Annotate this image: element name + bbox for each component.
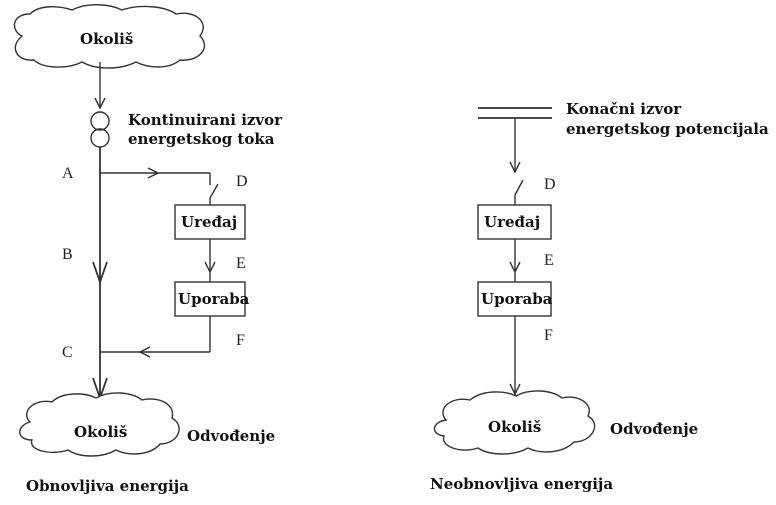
left-switch-d — [209, 183, 219, 199]
left-letter-a: A — [62, 165, 74, 182]
right-device-box — [477, 204, 552, 240]
left-main-arrowhead-b — [92, 261, 108, 285]
right-use-label: Uporaba — [481, 290, 553, 308]
left-use-label: Uporaba — [178, 290, 250, 308]
right-use-box — [477, 281, 552, 317]
left-device-box — [174, 204, 246, 240]
left-cloud-arrowhead — [94, 97, 106, 110]
left-use-box — [174, 281, 246, 317]
right-bottom-cloud-label: Okoliš — [488, 418, 541, 436]
right-letter-d: D — [544, 176, 556, 193]
right-device-label: Uređaj — [484, 213, 540, 231]
left-top-cloud-label: Okoliš — [80, 30, 133, 48]
left-source-circle-top — [90, 111, 110, 131]
left-e-arrowhead — [204, 261, 216, 274]
left-source-label-1: Kontinuirani izvor — [128, 111, 283, 129]
right-source-label-1: Konačni izvor — [566, 100, 682, 118]
left-letter-b: B — [62, 246, 73, 263]
right-source-arrowhead — [509, 161, 521, 174]
left-device-label: Uređaj — [181, 213, 237, 231]
right-f-arrowhead — [509, 383, 521, 396]
left-letter-f: F — [236, 332, 245, 349]
left-bottom-cloud — [19, 392, 180, 457]
right-source-label-2: energetskog potencijala — [566, 120, 769, 138]
right-bottom-cloud — [433, 390, 596, 455]
left-f-arrowhead — [138, 346, 151, 358]
left-bottom-cloud-label: Okoliš — [74, 423, 127, 441]
left-source-label-2: energetskog toka — [128, 130, 275, 148]
left-letter-c: C — [62, 344, 73, 361]
left-disposal-label: Odvođenje — [187, 427, 275, 445]
left-source-circle-bottom — [90, 128, 110, 148]
right-letter-e: E — [544, 252, 554, 269]
right-letter-f: F — [544, 327, 553, 344]
right-switch-d — [514, 179, 524, 196]
right-caption: Neobnovljiva energija — [430, 475, 613, 493]
right-e-arrowhead — [509, 261, 521, 274]
right-disposal-label: Odvođenje — [610, 420, 698, 438]
left-branch-arrowhead — [147, 167, 160, 179]
left-top-cloud — [13, 4, 206, 69]
left-caption: Obnovljiva energija — [26, 477, 189, 495]
left-letter-e: E — [236, 255, 246, 272]
left-letter-d: D — [236, 173, 248, 190]
